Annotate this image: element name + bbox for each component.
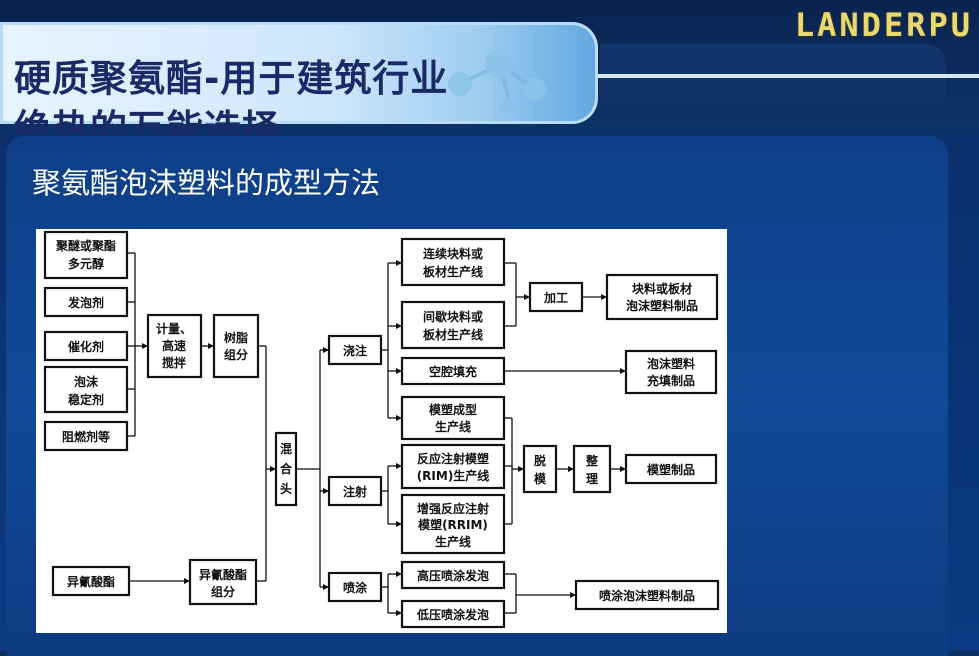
label-metering-1: 计量、 [156,321,192,336]
label-stabilizer-1: 泡沫 [74,374,99,389]
header-divider-line [598,74,979,78]
slide-subtitle: 聚氨酯泡沫塑料的成型方法 [32,166,381,200]
node-product-spray [574,579,720,611]
node-metering [146,313,203,379]
label-product-block-1: 块料或板材 [632,281,692,296]
label-iso-component-2: 组分 [211,584,235,599]
node-product-block [605,273,719,321]
label-polyol-2: 多元醇 [68,256,104,271]
node-mixing-head [274,431,298,507]
node-resin-component [212,313,260,379]
title-line-1: 硬质聚氨酯-用于建筑行业 [14,57,449,100]
label-metering-3: 搅拌 [162,355,186,370]
label-polyol-1: 聚醚或聚酯 [55,238,116,253]
process-flow-diagram: 聚醚或聚酯 多元醇 发泡剂 催化剂 泡沫 稳定剂 阻燃剂等 计量、 高速 搅拌 … [36,229,727,633]
node-cavity-fill [400,356,506,386]
label-pour: 浇注 [343,343,367,358]
molecule-decoration-icon [448,49,546,115]
label-mixing-head-3: 头 [280,481,292,496]
node-spray [327,571,383,603]
node-rim-line [400,443,506,490]
label-stabilizer-2: 稳定剂 [68,392,104,407]
label-catalyst: 催化剂 [68,339,104,354]
label-product-block-2: 泡沫塑料制品 [626,298,698,313]
node-stabilizer [43,365,129,414]
label-mixing-head-1: 混 [280,441,292,456]
brand-logo: LANDERPU [794,6,973,44]
label-product-molded: 模塑制品 [647,462,695,477]
label-rrim-1: 增强反应注射 [417,501,489,516]
node-product-filled [624,349,718,395]
label-inject: 注射 [343,484,367,499]
node-continuous-line [400,237,506,287]
node-product-molded [624,453,718,485]
label-iso-component-1: 异氰酸酯 [199,567,247,582]
node-high-pressure-spray [400,560,506,590]
label-batch-1: 间歇块料或 [423,309,483,324]
node-pour [327,334,383,366]
label-molding-2: 生产线 [435,419,471,434]
label-product-filled-2: 充填制品 [647,373,695,388]
label-continuous-2: 板材生产线 [423,264,483,279]
label-blowing-agent: 发泡剂 [67,295,104,310]
label-rim-1: 反应注射模塑 [417,451,489,466]
label-flame-retardant: 阻燃剂等 [62,429,110,444]
label-finish-1: 整 [585,453,598,468]
label-resin-2: 组分 [224,347,248,362]
label-processing: 加工 [543,290,568,305]
node-polyol [43,230,129,280]
label-molding-1: 模塑成型 [429,402,477,417]
label-rrim-3: 生产线 [435,534,471,549]
label-continuous-1: 连续块料或 [423,246,483,261]
label-demold-1: 脱 [534,453,546,468]
node-blowing-agent [43,286,129,318]
label-demold-2: 模 [534,471,547,486]
node-rrim-line [400,493,506,555]
node-catalyst [43,330,129,362]
label-low-pressure: 低压喷涂发泡 [416,607,489,622]
label-product-filled-1: 泡沫塑料 [647,356,695,371]
label-spray: 喷涂 [343,580,368,595]
label-rim-2: (RIM)生产线 [417,468,490,483]
node-processing [528,281,584,313]
label-mixing-head-2: 合 [280,461,293,476]
label-cavity-fill: 空腔填充 [429,364,477,379]
label-finish-2: 理 [586,472,598,486]
node-boxes [43,230,720,629]
node-flame-retardant [43,420,129,452]
label-rrim-2: 模塑(RRIM) [418,517,488,532]
label-resin-1: 树脂 [224,330,248,345]
label-metering-2: 高速 [162,338,186,353]
label-batch-2: 板材生产线 [423,327,483,342]
flowchart-svg: 聚醚或聚酯 多元醇 发泡剂 催化剂 泡沫 稳定剂 阻燃剂等 计量、 高速 搅拌 … [43,230,720,629]
node-finish [572,444,612,494]
node-isocyanate [51,565,131,597]
node-labels: 聚醚或聚酯 多元醇 发泡剂 催化剂 泡沫 稳定剂 阻燃剂等 计量、 高速 搅拌 … [55,238,698,622]
node-batch-line [400,300,506,350]
label-isocyanate: 异氰酸酯 [67,574,115,589]
label-product-spray: 喷涂泡沫塑料制品 [599,588,695,603]
node-iso-component [188,558,258,606]
header-accent-tab [600,44,946,116]
label-high-pressure: 高压喷涂发泡 [417,568,489,583]
node-demold [522,444,558,494]
node-inject [327,475,383,507]
node-low-pressure-spray [400,599,506,629]
arrowheads [142,260,626,616]
node-molding-line [400,395,506,441]
